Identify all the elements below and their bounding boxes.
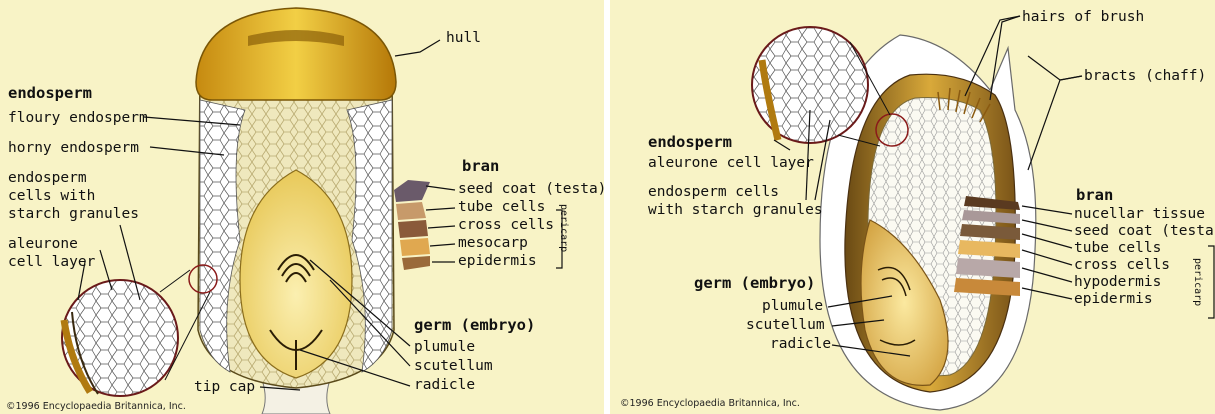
left-cells-label-1: endosperm (8, 170, 87, 187)
left-copyright: ©1996 Encyclopaedia Britannica, Inc. (6, 401, 186, 412)
left-aleurone-label-1: aleurone (8, 236, 78, 253)
left-scutellum-label: scutellum (414, 358, 493, 375)
right-copyright: ©1996 Encyclopaedia Britannica, Inc. (620, 398, 800, 409)
left-seed-coat-label: seed coat (testa) (458, 181, 604, 198)
wheat-kernel-diagram: hairs of brush bracts (chaff) endosperm … (610, 0, 1215, 414)
left-aleurone-label-2: cell layer (8, 254, 95, 271)
left-cells-label-3: starch granules (8, 206, 139, 223)
left-hull-label: hull (446, 30, 481, 47)
hull-shape (196, 8, 396, 100)
left-pericarp-label: pericarp (555, 204, 572, 252)
left-tip-cap-label: tip cap (194, 379, 255, 396)
right-germ-heading: germ (embryo) (694, 275, 815, 292)
left-tube-cells-label: tube cells (458, 199, 545, 216)
left-plumule-label: plumule (414, 339, 475, 356)
left-mesocarp-label: mesocarp (458, 235, 528, 252)
right-hairs-label: hairs of brush (1022, 9, 1144, 26)
left-cross-cells-label: cross cells (458, 217, 554, 234)
left-radicle-label: radicle (414, 377, 475, 394)
right-plumule-label: plumule (762, 298, 823, 315)
corn-kernel-diagram: endosperm floury endosperm horny endospe… (0, 0, 604, 414)
right-hypodermis-label: hypodermis (1074, 274, 1161, 291)
bran-layers (394, 180, 430, 270)
right-endosperm-heading: endosperm (648, 134, 732, 151)
left-bran-heading: bran (462, 158, 499, 175)
right-pericarp-label: pericarp (1189, 258, 1206, 306)
right-cells-label-1: endosperm cells (648, 184, 779, 201)
right-seed-coat-label: seed coat (testa) (1074, 223, 1215, 240)
right-cells-label-2: with starch granules (648, 202, 823, 219)
right-epidermis-label: epidermis (1074, 291, 1153, 308)
right-radicle-label: radicle (770, 336, 831, 353)
left-horny-label: horny endosperm (8, 140, 139, 157)
left-germ-heading: germ (embryo) (414, 317, 535, 334)
right-tube-cells-label: tube cells (1074, 240, 1161, 257)
right-bran-heading: bran (1076, 187, 1113, 204)
right-bracts-label: bracts (chaff) (1084, 68, 1206, 85)
left-epidermis-label: epidermis (458, 253, 537, 270)
left-floury-label: floury endosperm (8, 110, 148, 127)
right-nucellar-label: nucellar tissue (1074, 206, 1205, 223)
left-cells-label-2: cells with (8, 188, 95, 205)
right-scutellum-label: scutellum (746, 317, 825, 334)
right-cross-cells-label: cross cells (1074, 257, 1170, 274)
right-aleurone-label: aleurone cell layer (648, 155, 814, 172)
left-endosperm-heading: endosperm (8, 85, 92, 102)
